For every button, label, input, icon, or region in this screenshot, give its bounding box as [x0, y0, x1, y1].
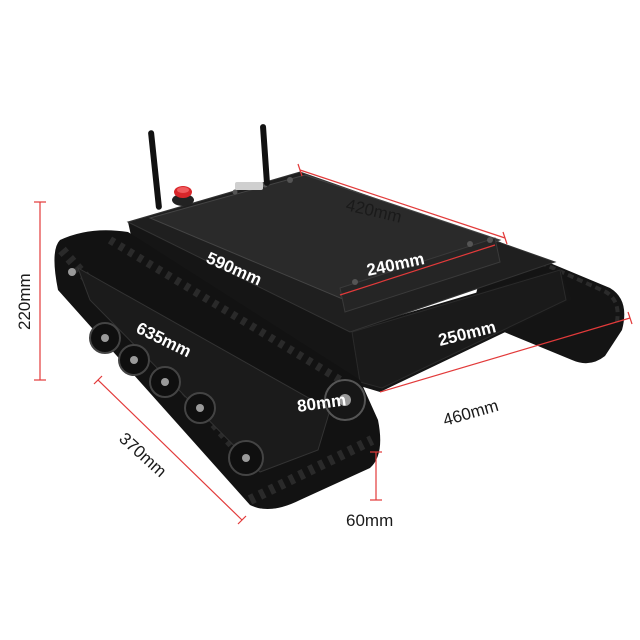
chassis-body	[126, 171, 572, 392]
left-track	[54, 230, 381, 509]
antenna-icon	[148, 124, 270, 210]
dimension-lines	[34, 163, 633, 525]
label-ground-clearance: 60mm	[346, 511, 393, 530]
label-base-length: 370mm	[115, 429, 170, 481]
label-overall-width: 460mm	[441, 396, 501, 430]
emergency-stop-icon	[172, 186, 194, 206]
label-height: 220mm	[15, 273, 34, 330]
switch-panel	[235, 182, 263, 190]
